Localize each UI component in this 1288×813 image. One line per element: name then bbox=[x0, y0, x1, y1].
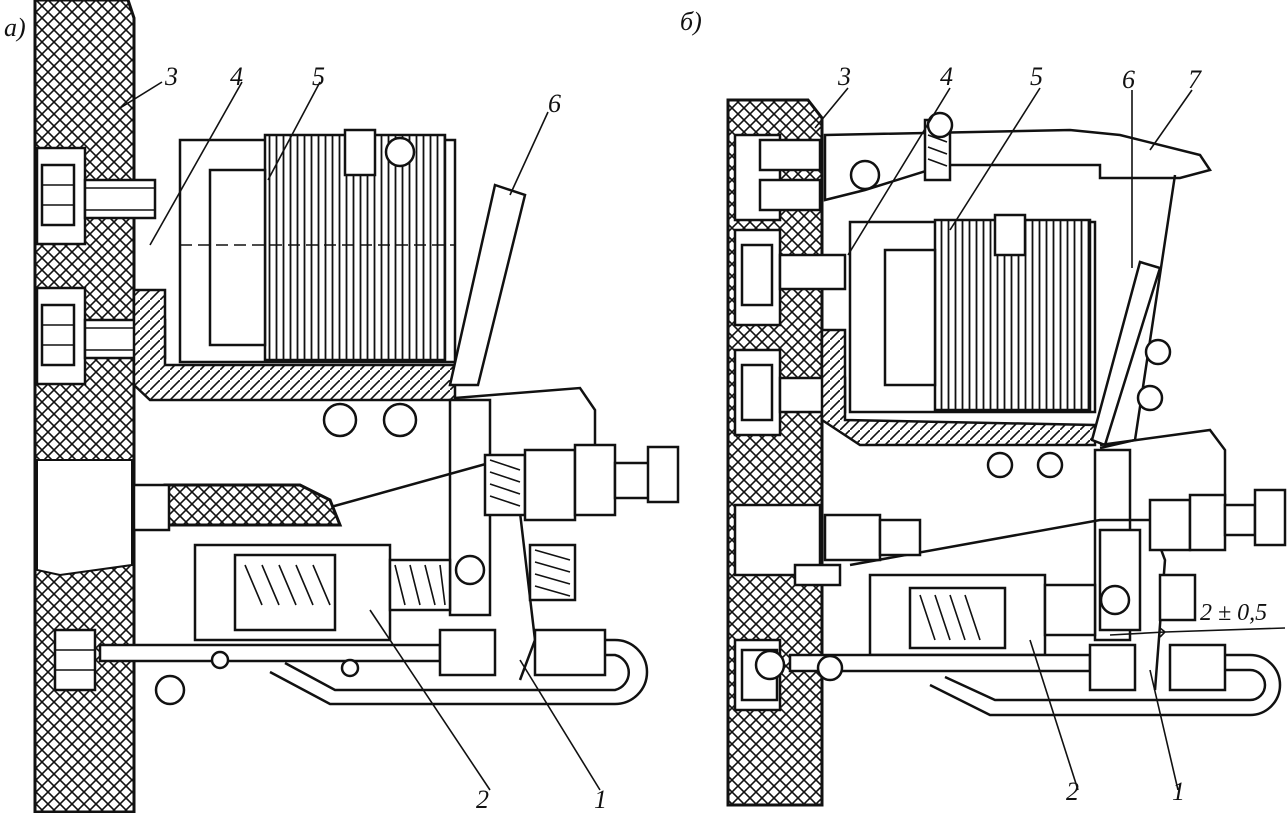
panel-a-leader-3 bbox=[119, 81, 163, 109]
panel-a-lower-spring bbox=[454, 543, 577, 602]
panel-b-top-bracket bbox=[823, 128, 1213, 202]
panel-a-bolt bbox=[40, 163, 157, 227]
panel-a-callout-5: 5 bbox=[312, 62, 325, 91]
panel-a-leader-6 bbox=[509, 111, 549, 196]
panel-b-callout-3: 3 bbox=[837, 62, 851, 91]
panel-b-callout-2: 2 bbox=[1066, 777, 1079, 806]
panel-b-label: б) bbox=[680, 7, 702, 36]
panel-a-leader-4 bbox=[149, 81, 243, 246]
panel-b bbox=[726, 87, 1287, 807]
panel-a-leader-1 bbox=[519, 659, 601, 791]
panel-a-insulator bbox=[163, 483, 343, 527]
panel-b-dimension-line bbox=[1109, 627, 1286, 638]
panel-a-coil-window bbox=[208, 168, 267, 347]
panel-a-leader-5 bbox=[267, 81, 321, 181]
panel-a-callout-2: 2 bbox=[476, 785, 489, 813]
panel-a-rod bbox=[98, 643, 442, 663]
panel-a-callout-3: 3 bbox=[164, 62, 178, 91]
panel-a-callout-1: 1 bbox=[594, 785, 607, 813]
panel-a bbox=[33, 0, 680, 813]
panel-a-upper-stud bbox=[483, 443, 680, 522]
panel-a-leader-2 bbox=[369, 609, 491, 791]
panel-b-u-loop bbox=[929, 653, 1282, 717]
panel-b-callout-1: 1 bbox=[1172, 777, 1185, 806]
panel-b-callout-7: 7 bbox=[1188, 65, 1202, 94]
panel-b-coil-window bbox=[883, 248, 937, 387]
panel-a-bolt bbox=[53, 628, 97, 692]
panel-a-armature bbox=[448, 183, 527, 387]
panel-a-label: а) bbox=[4, 13, 26, 42]
panel-b-dimension-text: 2 ± 0,5 bbox=[1200, 600, 1267, 626]
panel-b-callout-5: 5 bbox=[1030, 62, 1043, 91]
panel-b-callout-4: 4 bbox=[940, 62, 953, 91]
panel-a-callout-4: 4 bbox=[230, 62, 243, 91]
panel-a-callout-6: 6 bbox=[548, 89, 561, 118]
panel-a-u-loop bbox=[269, 638, 649, 706]
panel-b-callout-6: 6 bbox=[1122, 65, 1135, 94]
panel-a-plate-gap bbox=[36, 459, 133, 577]
